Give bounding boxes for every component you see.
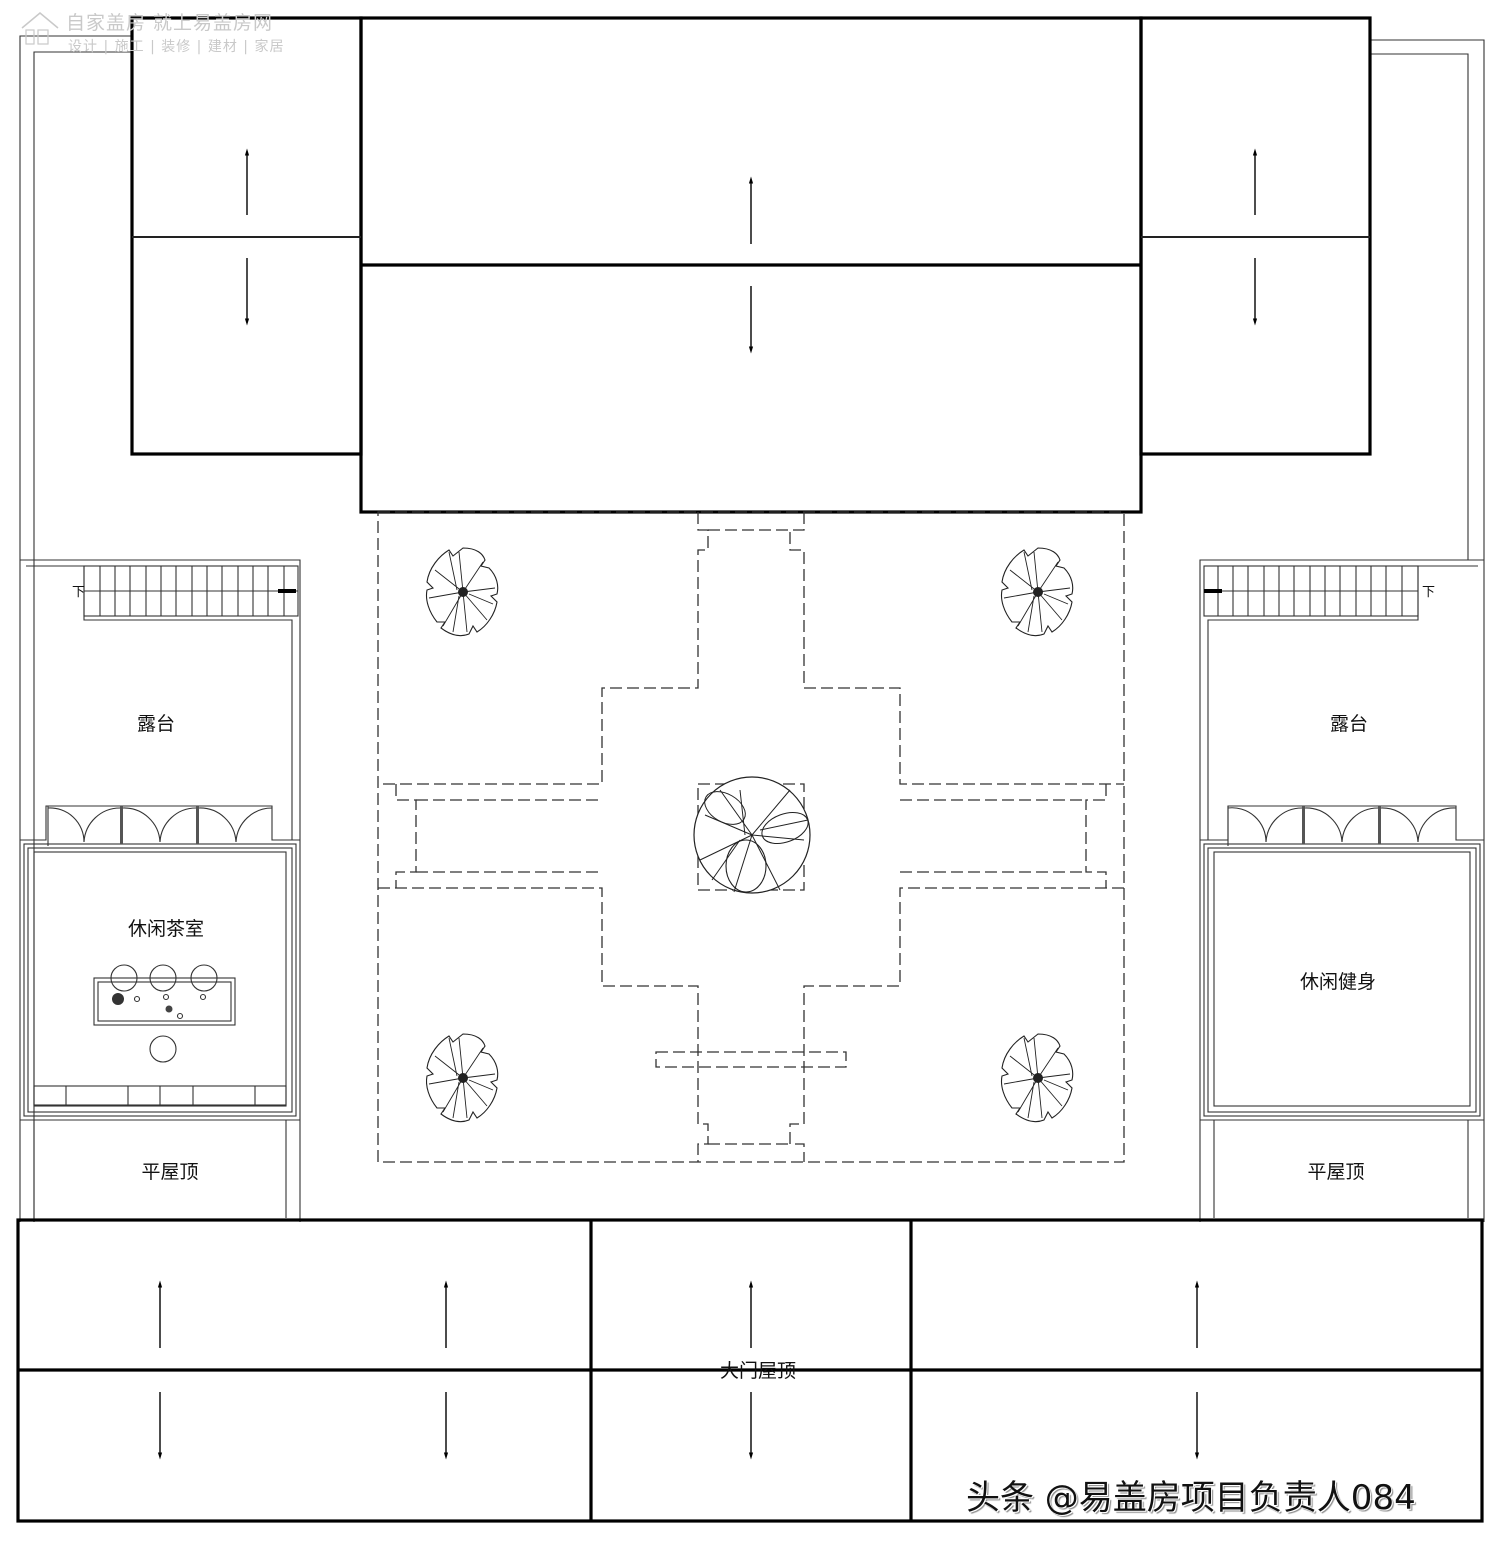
room-label-flat-roof-right: 平屋顶: [1307, 1161, 1364, 1183]
cabinet-row: [33, 1085, 287, 1106]
room-label-flat-roof-left: 平屋顶: [141, 1161, 198, 1183]
room-label-terrace-right: 露台: [1330, 713, 1368, 735]
room-label-fitness-room: 休闲健身: [1300, 971, 1376, 993]
left-staircase: [84, 566, 298, 616]
right-wing-roof: [1139, 16, 1372, 456]
watermark-title: 自家盖房 就上易盖房网: [66, 12, 274, 34]
gate-building-roof: 大门屋顶: [16, 1218, 1484, 1523]
courtyard-paving: [377, 511, 1125, 1163]
main-building-roof: [359, 16, 1143, 514]
right-staircase: [1204, 566, 1418, 616]
stair-down-label: 下: [1422, 585, 1435, 600]
tree-plan-icon: [425, 1033, 499, 1123]
tree-plan-icon: [1000, 547, 1074, 637]
fitness-room: 休闲健身 平屋顶: [1200, 805, 1484, 1218]
room-label-gate-roof: 大门屋顶: [720, 1360, 796, 1382]
room-label-terrace-left: 露台: [137, 713, 175, 735]
right-terrace: 下 露台: [1199, 559, 1484, 1222]
tea-table-furniture: [93, 964, 236, 1063]
room-label-tea-room: 休闲茶室: [128, 918, 204, 940]
door-swing-icon: [1227, 806, 1457, 846]
house-outline-icon: [21, 12, 59, 45]
tree-plan-icon-center: [693, 776, 811, 894]
outer-boundary-walls: [19, 35, 1485, 1222]
watermark-subtitle: 设计 | 施工 | 装修 | 建材 | 家居: [68, 39, 285, 55]
stair-down-label: 下: [72, 585, 85, 600]
tree-plan-icon: [425, 547, 499, 637]
door-swing-icon: [47, 806, 273, 846]
tree-plan-icon: [1000, 1033, 1074, 1123]
left-terrace: 下 露台: [20, 559, 301, 1222]
tea-room: 休闲茶室 平屋顶: [20, 805, 300, 1218]
author-credit: 头条 @易盖房项目负责人084: [966, 1478, 1416, 1518]
left-wing-roof: [130, 16, 363, 456]
